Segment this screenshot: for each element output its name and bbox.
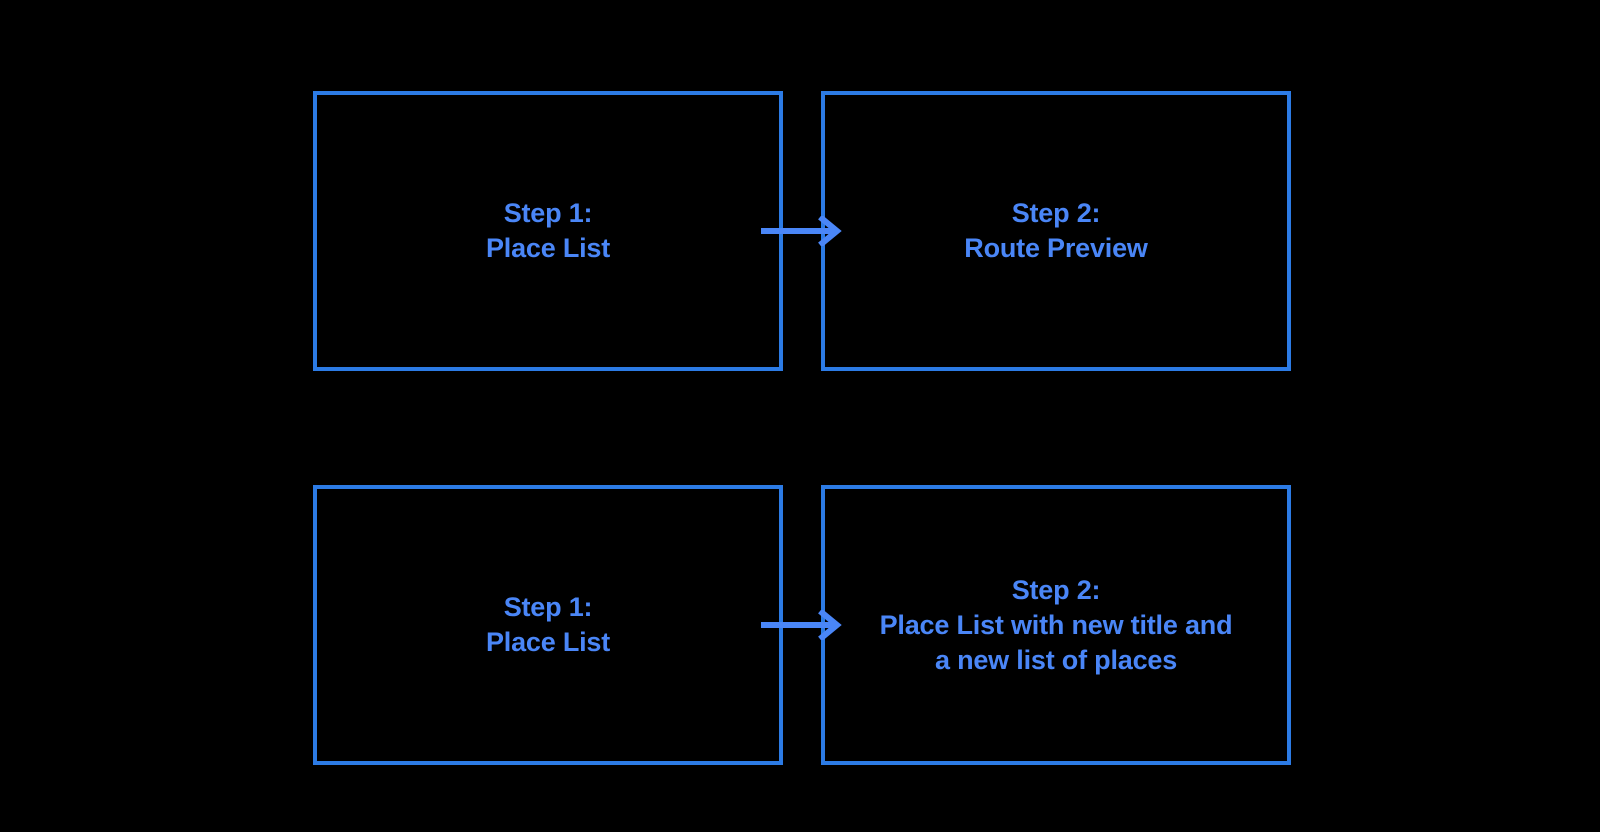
arrow-right-icon [761, 610, 842, 640]
flow-row-route-preview: Step 1: Place List Step 2: Route Preview [313, 91, 1291, 371]
step-box-label: Step 2: Route Preview [964, 198, 1148, 263]
step-box-label: Step 2: Place List with new title and a … [879, 574, 1233, 675]
step-box-step1-place-list-2[interactable]: Step 1: Place List [313, 485, 783, 765]
step-box-step2-route-preview[interactable]: Step 2: Route Preview [821, 91, 1291, 371]
step-box-step1-place-list[interactable]: Step 1: Place List [313, 91, 783, 371]
flow-row-new-place-list: Step 1: Place List Step 2: Place List wi… [313, 485, 1291, 765]
step-box-label: Step 1: Place List [485, 198, 611, 263]
connector-row-0 [761, 216, 842, 246]
step-box-label: Step 1: Place List [485, 592, 611, 657]
connector-row-1 [761, 610, 842, 640]
step-box-step2-new-place-list[interactable]: Step 2: Place List with new title and a … [821, 485, 1291, 765]
arrow-right-icon [761, 216, 842, 246]
